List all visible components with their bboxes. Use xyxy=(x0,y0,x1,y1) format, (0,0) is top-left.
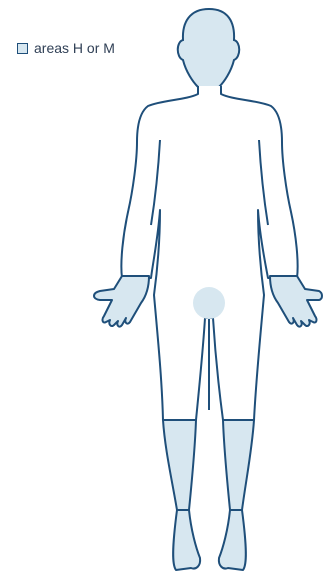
left-lower-leg-region xyxy=(163,420,196,510)
right-foot-region xyxy=(219,510,246,570)
groin-region xyxy=(193,287,225,319)
right-lower-leg-region xyxy=(223,420,254,510)
left-foot-region xyxy=(173,510,200,570)
head-region xyxy=(178,9,240,87)
right-hand-region xyxy=(270,276,322,327)
left-hand-region xyxy=(94,276,149,327)
